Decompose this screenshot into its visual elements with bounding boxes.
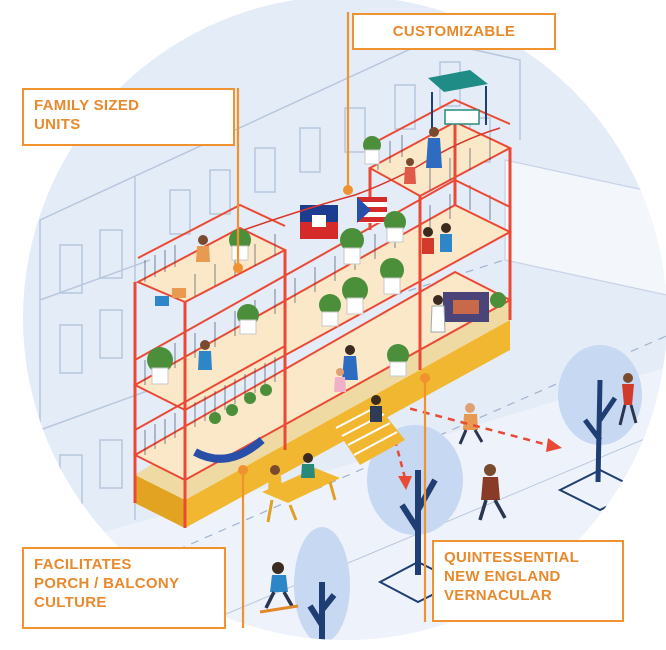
background-building bbox=[39, 39, 521, 560]
person-icon bbox=[618, 373, 638, 426]
person-icon bbox=[478, 464, 507, 521]
person-icon bbox=[198, 340, 212, 370]
callout-new-england-vernacular: QUINTESSENTIAL NEW ENGLAND VERNACULAR bbox=[432, 540, 624, 622]
callout-text: VERNACULAR bbox=[444, 587, 552, 604]
person-icon bbox=[342, 345, 358, 380]
tree-icon bbox=[294, 527, 350, 640]
potted-plant-icon bbox=[147, 136, 506, 424]
person-icon bbox=[196, 235, 210, 262]
callout-text: QUINTESSENTIAL bbox=[444, 549, 580, 566]
person-icon bbox=[370, 395, 382, 422]
callout-text: NEW ENGLAND bbox=[444, 568, 561, 585]
leader-lines bbox=[236, 12, 427, 628]
person-icon bbox=[426, 127, 442, 168]
chair bbox=[172, 288, 186, 298]
tree-icon bbox=[367, 425, 463, 604]
person-icon bbox=[440, 223, 452, 252]
chair bbox=[155, 296, 169, 306]
callout-text: FAMILY SIZED bbox=[34, 97, 140, 114]
callout-text: CUSTOMIZABLE bbox=[392, 23, 516, 40]
person-icon bbox=[268, 465, 282, 490]
movement-arrow bbox=[384, 400, 549, 447]
person-icon bbox=[404, 158, 416, 184]
callout-family-sized-units: FAMILY SIZED UNITS bbox=[22, 88, 235, 146]
hammock bbox=[193, 436, 265, 463]
callout-text: UNITS bbox=[34, 116, 81, 133]
picnic-table-icon bbox=[262, 468, 340, 523]
callout-porch-balcony-culture: FACILITATES PORCH / BALCONY CULTURE bbox=[22, 547, 226, 629]
callout-text: CULTURE bbox=[34, 594, 107, 611]
callout-customizable: CUSTOMIZABLE bbox=[352, 13, 556, 50]
callout-text: PORCH / BALCONY bbox=[34, 575, 180, 592]
person-icon bbox=[334, 368, 346, 392]
person-icon bbox=[422, 227, 434, 254]
callout-text: FACILITATES bbox=[34, 556, 132, 573]
haitian-flag-icon bbox=[300, 205, 338, 239]
person-icon bbox=[430, 295, 446, 333]
skateboarder-icon bbox=[259, 562, 299, 614]
canopy-swing-icon bbox=[428, 70, 488, 130]
gold-base bbox=[135, 320, 510, 528]
person-icon bbox=[301, 453, 315, 478]
puerto-rican-flag-icon bbox=[357, 197, 387, 223]
